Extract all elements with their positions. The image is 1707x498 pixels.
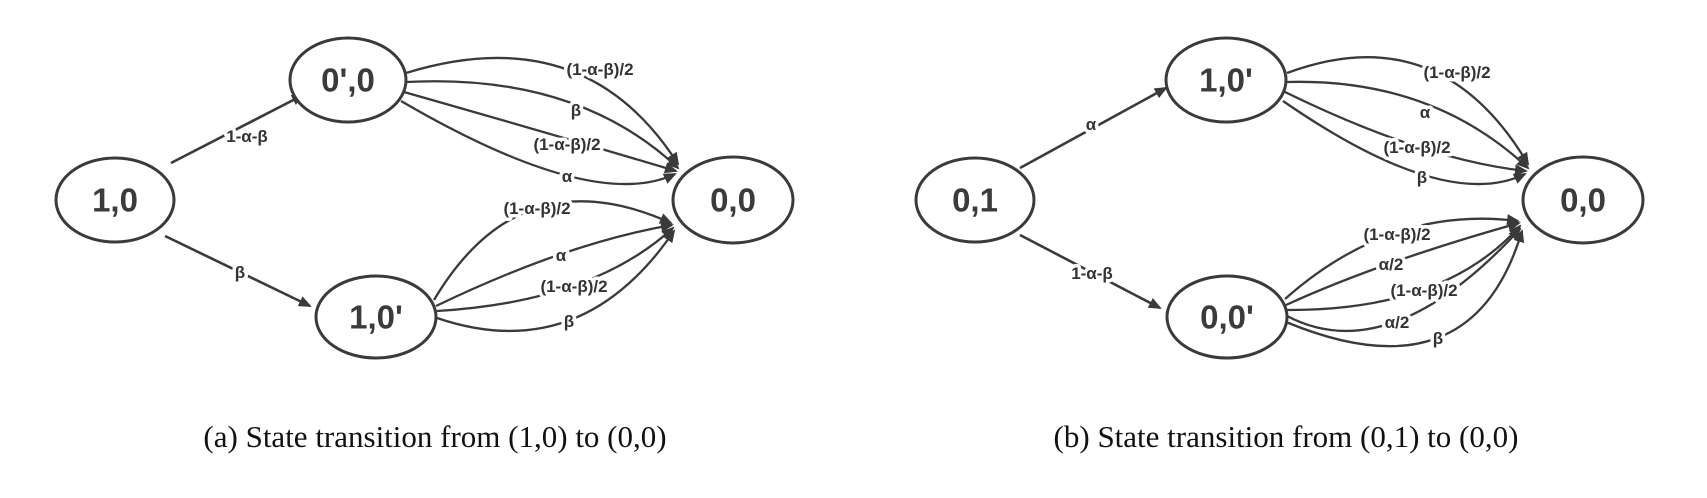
caption-a: (a) State transition from (1,0) to (0,0): [203, 419, 666, 454]
diagram-b: 0,1 1,0' 0,0' 0,0 α 1-α-β (1-α-β)/2 α (1…: [914, 36, 1645, 454]
state-node-a-0p-0: 0',0: [288, 36, 408, 124]
transition-arrow-a-10-to-10p: [164, 234, 312, 308]
edge-label: α: [556, 246, 567, 265]
edge-label: (1-α-β)/2: [540, 277, 607, 296]
edge-label: β: [571, 101, 581, 120]
transition-curve-b-bottom-3: [1286, 224, 1522, 312]
edge-label: β: [1433, 329, 1443, 348]
state-node-label: 1,0: [92, 182, 138, 219]
edge-label: β: [564, 312, 574, 331]
edge-label: α: [562, 167, 573, 186]
transition-curve-a-top-1: [405, 56, 680, 166]
transition-arrow-b-01-to-00p: [1019, 233, 1162, 310]
edge-label: β: [1417, 168, 1427, 187]
state-node-label: 1,0': [1199, 62, 1253, 99]
state-node-b-0-0p: 0,0': [1165, 274, 1289, 360]
state-node-b-0-1: 0,1: [914, 156, 1036, 244]
transition-curve-a-bottom-3: [436, 226, 675, 313]
edge-label: 1-α-β: [226, 127, 268, 146]
state-node-label: 0,0': [1200, 299, 1254, 336]
transition-arrow-b-01-to-10p: [1019, 86, 1168, 170]
edge-label: β: [235, 263, 245, 282]
transition-curve-b-top-3: [1284, 90, 1528, 176]
state-node-label: 0,0: [1560, 182, 1606, 219]
edge-label: (1-α-β)/2: [1390, 281, 1457, 300]
state-node-b-1-0p: 1,0': [1164, 36, 1288, 124]
edge-label: (1-α-β)/2: [503, 199, 570, 218]
edge-label: (1-α-β)/2: [1383, 138, 1450, 157]
transition-curve-b-top-4: [1282, 100, 1527, 186]
diagram-a: 1,0 0',0 1,0' 0,0 1-α-β β (1-α-β)/2 β (1…: [54, 36, 795, 454]
transition-curve-b-bottom-5: [1285, 229, 1525, 348]
state-node-a-1-0: 1,0: [54, 156, 176, 244]
transition-curve-b-bottom-2: [1285, 220, 1521, 307]
transition-curve-a-bottom-2: [435, 221, 674, 308]
edge-label: (1-α-β)/2: [566, 60, 633, 79]
state-node-label: 1,0': [349, 299, 403, 336]
transition-curve-a-bottom-4: [436, 229, 676, 333]
transition-curve-b-bottom-1: [1284, 214, 1520, 300]
edge-label: α/2: [1385, 313, 1410, 332]
transition-curve-b-bottom-4: [1286, 227, 1522, 333]
edge-label: 1-α-β: [1071, 264, 1113, 283]
edge-label: α/2: [1379, 255, 1404, 274]
edge-label: (1-α-β)/2: [1423, 63, 1490, 82]
state-node-b-0-0: 0,0: [1521, 155, 1645, 245]
state-node-a-0-0: 0,0: [671, 155, 795, 245]
state-node-label: 0,0: [710, 182, 756, 219]
transition-curve-a-top-2: [405, 80, 680, 170]
edge-label: α: [1420, 103, 1431, 122]
edge-label: α: [1086, 115, 1097, 134]
transition-curve-a-bottom-1: [433, 200, 673, 301]
transition-curve-a-top-4: [400, 100, 677, 186]
state-node-label: 0,1: [952, 182, 998, 219]
transition-arrow-a-10-to-0p0: [170, 93, 305, 165]
caption-b: (b) State transition from (0,1) to (0,0): [1054, 419, 1519, 454]
transition-curve-a-top-3: [403, 90, 678, 174]
state-node-a-1-0p: 1,0': [314, 274, 438, 360]
edge-label: (1-α-β)/2: [533, 135, 600, 154]
transition-curve-b-top-1: [1286, 56, 1530, 166]
edge-label: (1-α-β)/2: [1363, 225, 1430, 244]
transition-curve-b-top-2: [1286, 80, 1530, 170]
state-node-label: 0',0: [321, 62, 375, 99]
